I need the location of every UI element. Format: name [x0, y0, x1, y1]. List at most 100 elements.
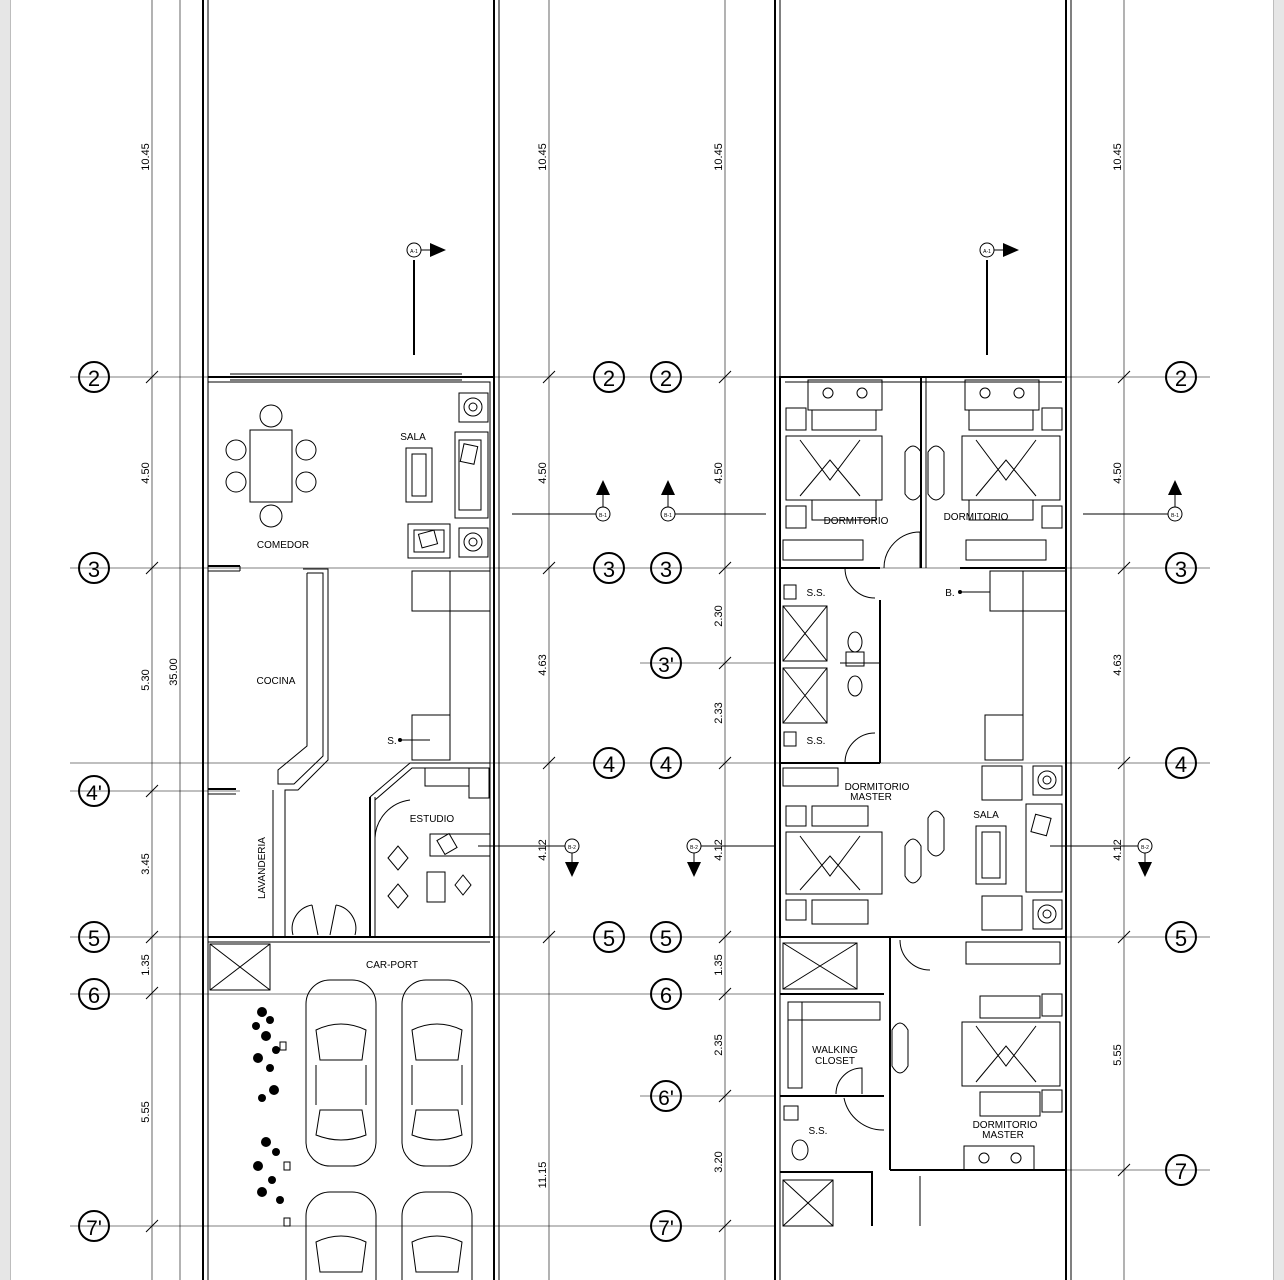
grid-bubble: 4 [593, 747, 625, 779]
page-border-right [1273, 0, 1284, 1280]
dimension-label: 10.45 [140, 143, 152, 171]
section-marker-b2: B-2 [686, 838, 775, 877]
car [401, 1191, 473, 1280]
page-border-left [0, 0, 11, 1280]
dimension-label: 35.00 [168, 658, 180, 686]
svg-text:6: 6 [660, 983, 672, 1008]
svg-text:7': 7' [86, 1217, 102, 1240]
dimension-label: 5.55 [140, 1101, 152, 1122]
room-label-dormitorio: DORMITORIO [824, 516, 889, 527]
section-marker-a1: A-1 [406, 242, 446, 355]
car [305, 1191, 377, 1280]
room-label-walking-closet: CLOSET [815, 1056, 855, 1067]
dimension-label: 3.45 [140, 853, 152, 874]
dimension-label: 4.12 [537, 839, 549, 860]
dimension-label: 4.63 [537, 654, 549, 675]
dimension-label: 4.12 [713, 839, 725, 860]
dimension-label: 10.45 [713, 143, 725, 171]
grid-bubbles: 2 2 2 2 3 3 3 3 3' 4 4 4 4' 5 5 5 5 6 6 … [78, 361, 1197, 1242]
stair [984, 570, 1067, 761]
grid-bubble: 7 [1165, 1154, 1197, 1186]
svg-text:B-2: B-2 [568, 845, 576, 851]
svg-text:6': 6' [658, 1087, 674, 1110]
grid-bubble: 4 [1165, 747, 1197, 779]
room-label-dormitorio-master: MASTER [850, 792, 892, 803]
section-marker-b1: B-1 [512, 480, 611, 522]
car [401, 979, 473, 1167]
svg-text:5: 5 [1175, 926, 1187, 951]
room-label-cocina: COCINA [257, 676, 296, 687]
room-label-carport: CAR-PORT [366, 960, 418, 971]
grid-bubble: 3 [1165, 552, 1197, 584]
dimension-label: 10.45 [537, 143, 549, 171]
grid-bubble: 6' [650, 1080, 682, 1112]
section-markers: A-1 A-1 B-1 B-1 B- [406, 242, 1183, 877]
svg-text:4': 4' [86, 782, 102, 805]
grid-bubble: 5 [593, 921, 625, 953]
room-label-dormitorio: DORMITORIO [944, 512, 1009, 523]
svg-text:A-1: A-1 [983, 249, 991, 255]
room-label-dormitorio-master: DORMITORIO [973, 1120, 1038, 1131]
svg-text:3: 3 [660, 557, 672, 582]
svg-text:3': 3' [658, 654, 674, 677]
stair-marker-b: B. [945, 588, 954, 599]
room-label-walking-closet: WALKING [812, 1045, 858, 1056]
plants [252, 1007, 291, 1227]
lot-boundaries [202, 0, 1072, 1280]
dimension-label: 5.30 [140, 669, 152, 690]
dimension-label: 4.50 [713, 462, 725, 483]
section-marker-b1: B-1 [660, 480, 766, 522]
grid-lines [70, 376, 1210, 1227]
svg-text:7: 7 [1175, 1159, 1187, 1184]
study-furniture [387, 832, 491, 909]
svg-text:2: 2 [1175, 366, 1187, 391]
svg-text:B-2: B-2 [1141, 845, 1149, 851]
svg-text:4: 4 [1175, 752, 1187, 777]
svg-text:B-1: B-1 [1171, 513, 1179, 519]
svg-text:6: 6 [88, 983, 100, 1008]
section-marker-b2: B-2 [1050, 838, 1153, 877]
grid-bubble: 5 [1165, 921, 1197, 953]
dimension-labels: 10.45 10.45 10.45 10.45 4.50 4.50 4.50 4… [140, 143, 1124, 1188]
dimension-label: 2.30 [713, 605, 725, 626]
grid-bubble: 3 [650, 552, 682, 584]
grid-bubble: 6 [78, 978, 110, 1010]
dimension-label: 4.12 [1112, 839, 1124, 860]
grid-bubble: 3 [78, 552, 110, 584]
grid-bubble: 2 [78, 361, 110, 393]
svg-text:4: 4 [603, 752, 615, 777]
upper-floor-plan: DORMITORIO DORMITORIO S.S. S.S. [779, 376, 1067, 1227]
dimension-label: 2.33 [713, 702, 725, 723]
grid-bubble: 7' [78, 1210, 110, 1242]
dimension-label: 1.35 [713, 954, 725, 975]
grid-bubble: 5 [650, 921, 682, 953]
dimension-label: 4.50 [140, 462, 152, 483]
room-label-dormitorio-master: DORMITORIO [845, 782, 910, 793]
dimension-label: 1.35 [140, 954, 152, 975]
grid-bubble: 2 [1165, 361, 1197, 393]
stair-marker-s: S. [387, 736, 396, 747]
svg-text:2: 2 [660, 366, 672, 391]
dimension-label: 2.35 [713, 1034, 725, 1055]
svg-text:B-1: B-1 [664, 513, 672, 519]
dimension-label: 11.15 [537, 1162, 549, 1189]
sofa [454, 431, 489, 519]
grid-bubble: 3 [593, 552, 625, 584]
bed-master-lower [961, 993, 1063, 1117]
room-label-ss: S.S. [807, 736, 826, 747]
svg-text:5: 5 [88, 926, 100, 951]
room-label-estudio: ESTUDIO [410, 814, 455, 825]
dimension-label: 4.50 [1112, 462, 1124, 483]
room-label-ss: S.S. [807, 588, 826, 599]
svg-text:7': 7' [658, 1217, 674, 1240]
grid-bubble: 2 [650, 361, 682, 393]
svg-text:2: 2 [603, 366, 615, 391]
svg-text:4: 4 [660, 752, 672, 777]
room-label-sala: SALA [973, 810, 999, 821]
stair [411, 570, 491, 761]
svg-text:3: 3 [88, 557, 100, 582]
grid-bubble: 5 [78, 921, 110, 953]
grid-bubble: 4 [650, 747, 682, 779]
dimension-lines [145, 0, 1131, 1280]
dimension-label: 10.45 [1112, 143, 1124, 171]
